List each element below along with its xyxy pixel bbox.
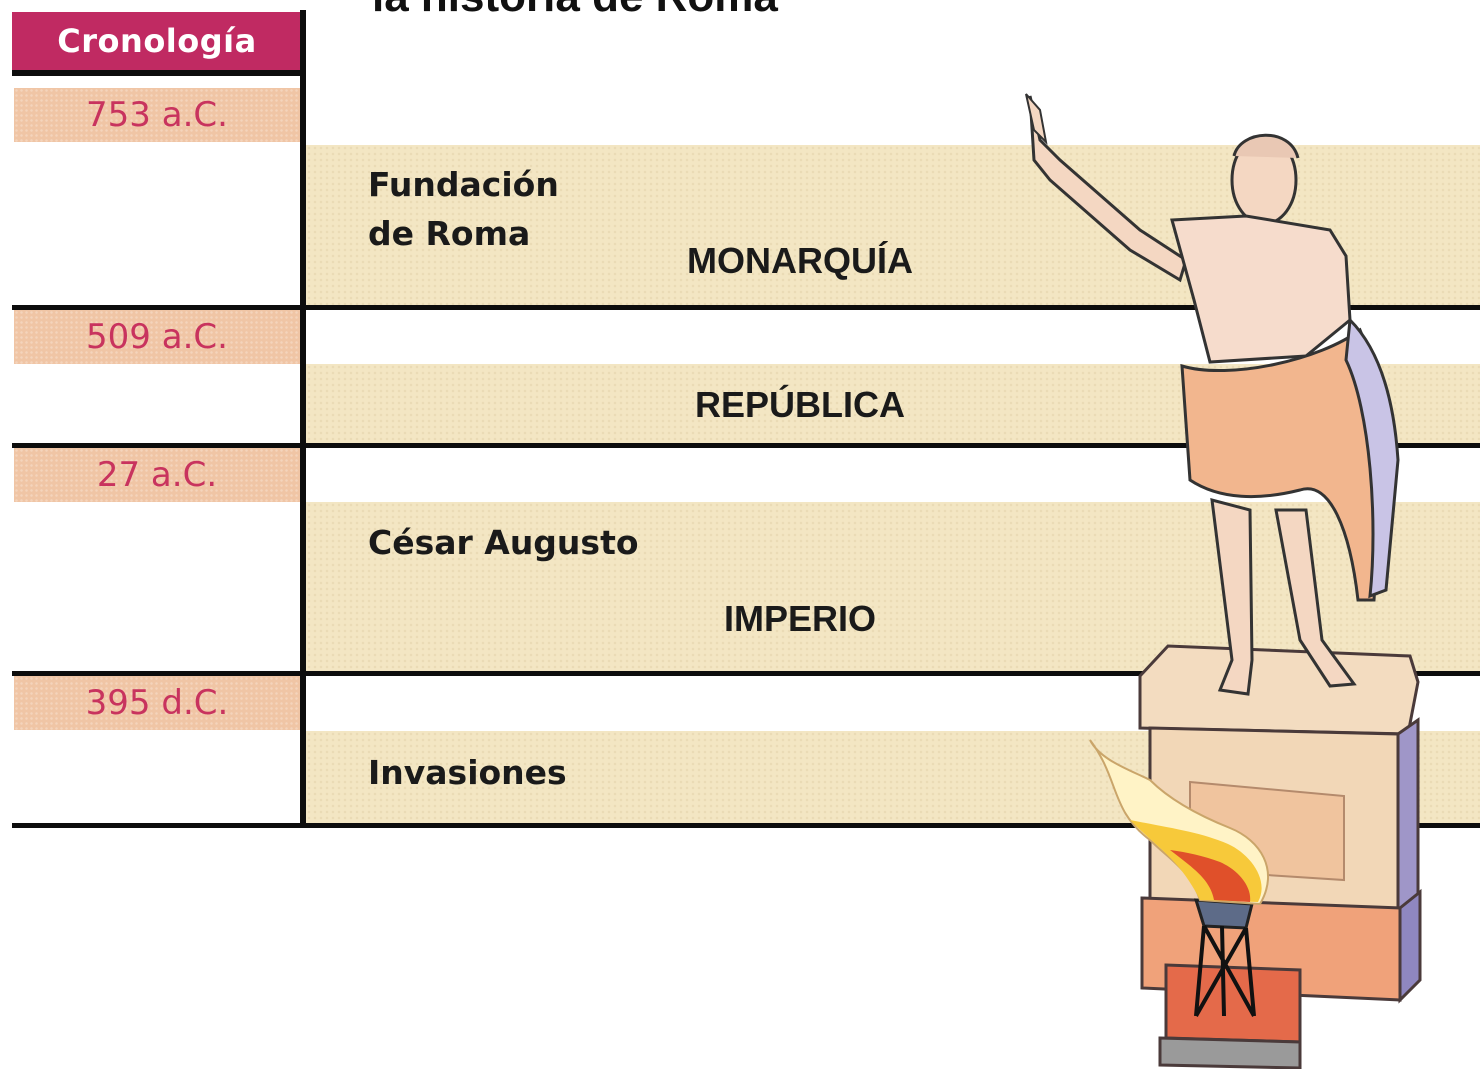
event-augustus: César Augusto: [368, 523, 639, 562]
band-empire: [306, 502, 1480, 672]
divider-27: [12, 443, 1480, 448]
brazier: [1158, 898, 1302, 1069]
divider-395: [12, 671, 1480, 676]
divider-509: [12, 305, 1480, 310]
event-foundation-line2: de Roma: [368, 214, 531, 253]
page-title: la historia de Roma: [372, 0, 778, 22]
divider-bottom: [12, 823, 1480, 828]
event-foundation-line1: Fundación: [368, 165, 559, 204]
augustus-statue-illustration: [1025, 93, 1422, 1069]
period-republic: REPÚBLICA: [694, 384, 906, 425]
timeline-axis: [300, 10, 306, 826]
period-empire: IMPERIO: [723, 598, 877, 639]
event-invasions: Invasiones: [368, 753, 567, 792]
date-753-bc: 753 a.C.: [14, 88, 300, 142]
chronology-header: Cronología: [12, 12, 302, 70]
augustus-figure: [1025, 93, 1400, 696]
date-509-bc: 509 a.C.: [14, 310, 300, 364]
date-27-bc: 27 a.C.: [14, 448, 300, 502]
event-foundation: Fundación de Roma: [368, 160, 559, 258]
period-monarchy: MONARQUÍA: [687, 240, 913, 281]
date-395-ad: 395 d.C.: [14, 676, 300, 730]
brazier-flame-icon: [1089, 739, 1270, 906]
header-underline: [12, 70, 304, 76]
